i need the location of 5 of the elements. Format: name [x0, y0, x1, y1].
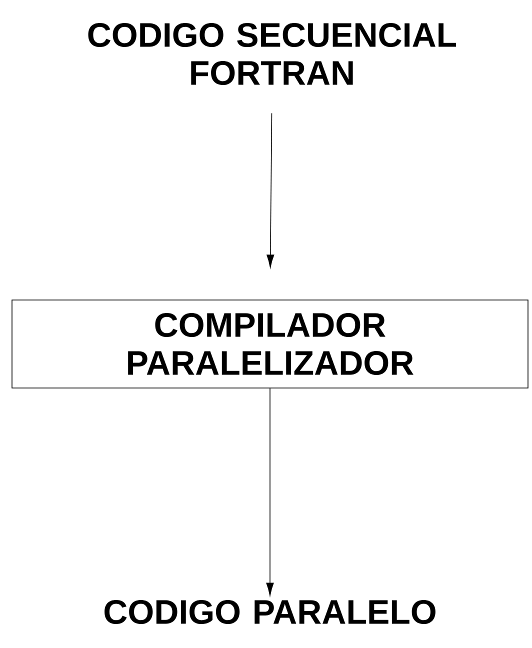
output-text: CODIGO PARALELO — [104, 600, 436, 624]
arrow — [266, 112, 274, 268]
heading-text: CODIGO SECUENCIAL FORTRAN — [88, 22, 456, 86]
arrow — [266, 388, 274, 596]
process-box: COMPILADOR PARALELIZADOR — [12, 300, 528, 388]
